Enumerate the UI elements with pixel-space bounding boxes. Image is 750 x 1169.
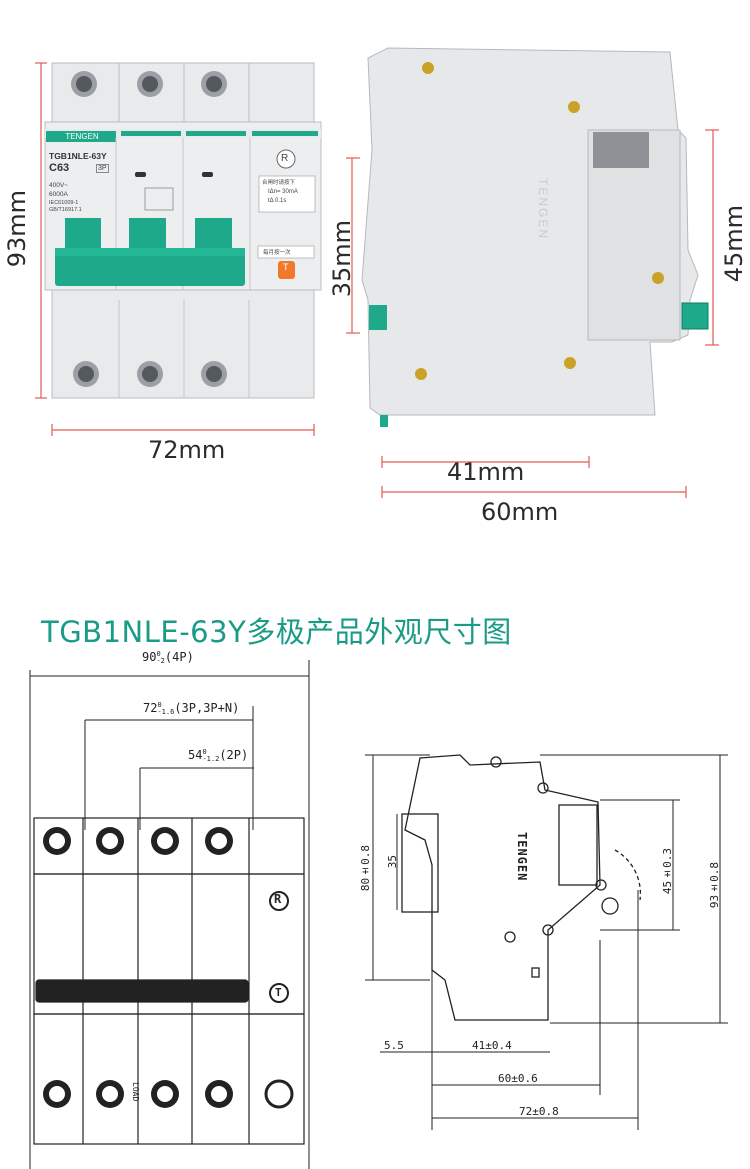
depth-60-label: 60mm: [481, 498, 559, 526]
dim-2p-note: (2P): [219, 748, 249, 762]
page-title: TGB1NLE-63Y多极产品外观尺寸图: [41, 615, 512, 649]
rcd-module: [257, 149, 316, 279]
dim-3p-note: (3P,3P+N): [174, 701, 240, 715]
dim-93: 93±0.8: [708, 862, 721, 909]
side-dimension-lines: [346, 129, 719, 498]
dim-72: 72±0.8: [519, 1105, 559, 1118]
dim-3p-value: 72: [143, 701, 158, 715]
dim-5-5: 5.5: [384, 1039, 404, 1052]
side-height-label: 45mm: [720, 205, 748, 283]
depth-41-label: 41mm: [447, 458, 525, 486]
residual-current-label: IΔn= 30mA: [268, 189, 298, 195]
side-brand-mark: TENGEN: [536, 178, 550, 241]
front-drawing-screws: [43, 827, 294, 1109]
panel-note-bottom: 每月按一次: [263, 250, 291, 256]
top-terminal-screws: [71, 71, 227, 97]
standard-1-label: IEC61009-1: [49, 200, 79, 206]
capacity-label: 6000A: [49, 191, 68, 198]
dim-3p-tol-lower: -1.6: [157, 707, 175, 716]
dim-45: 45±0.3: [661, 848, 674, 895]
front-height-label: 93mm: [3, 190, 31, 268]
model-label: TGB1NLE-63Y: [49, 151, 107, 161]
reset-mark: R: [281, 153, 289, 164]
brand-logo: TENGEN: [65, 132, 99, 141]
bottom-terminal-screws: [73, 361, 227, 387]
dim-80: 80±0.8: [359, 845, 372, 892]
drawing-reset-mark: R: [274, 892, 282, 906]
dim-4p-value: 90: [142, 650, 157, 664]
standard-2-label: GB/T16917.1: [49, 207, 82, 213]
drawing-brand-mark: TENGEN: [515, 832, 529, 882]
side-drawing-dim-lines: [365, 754, 728, 1130]
drawing-test-mark: T: [275, 986, 282, 999]
drawing-load-mark: LOAD: [131, 1082, 140, 1102]
rating-label: C63: [49, 162, 70, 174]
poles-label: 3P: [96, 164, 109, 173]
dim-3p-tol-upper: 0: [157, 700, 162, 709]
dim-60: 60±0.6: [498, 1072, 538, 1085]
technical-drawing: [29, 660, 728, 1169]
rail-height-label: 35mm: [328, 220, 356, 298]
dim-4p-note: (4P): [164, 650, 194, 664]
panel-note-top: 合闸时请按下: [262, 180, 296, 186]
dim-4p-tol-upper: 0: [156, 649, 161, 658]
dim-35: 35: [386, 855, 399, 869]
front-drawing-dim-lines: [29, 660, 310, 1169]
dim-2p-tol-lower: -1.2: [202, 754, 220, 763]
test-mark: T: [283, 262, 289, 272]
dim-4p-tol-lower: -2: [156, 656, 165, 665]
green-handles: [55, 218, 245, 286]
voltage-label: 400V~: [49, 182, 68, 189]
front-drawing-body: [33, 817, 305, 1145]
trip-time-label: tΔ 0.1s: [268, 198, 287, 204]
dim-2p-value: 54: [188, 748, 203, 762]
breaker-side-body: [361, 47, 709, 427]
front-width-label: 72mm: [148, 436, 226, 464]
dim-2p-tol-upper: 0: [202, 747, 207, 756]
photo-illustrations: [35, 47, 719, 498]
front-dimension-lines: [35, 62, 315, 436]
dim-41: 41±0.4: [472, 1039, 512, 1052]
side-drawing-body: [401, 754, 642, 1021]
